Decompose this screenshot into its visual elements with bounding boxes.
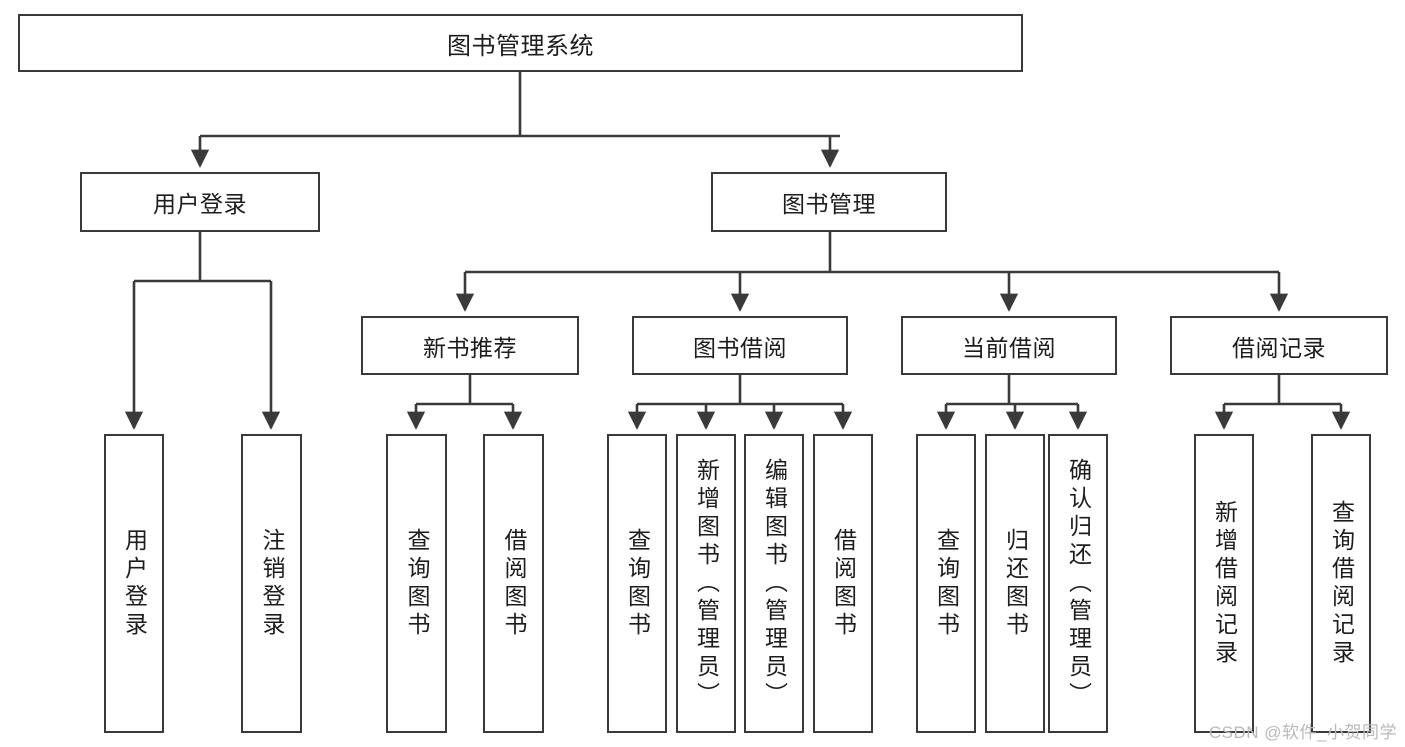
node-leaf-label: 确认归还（管理员）: [1065, 457, 1092, 710]
node-leaf-label: 新增图书（管理员）: [693, 457, 720, 710]
node-borrow-record[interactable]: 借阅记录: [1170, 316, 1388, 375]
node-leaf-user-login[interactable]: 用户登录: [104, 434, 164, 733]
node-leaf-label: 新增借阅记录: [1211, 499, 1238, 668]
node-leaf-confirm-return[interactable]: 确认归还（管理员）: [1048, 434, 1108, 733]
node-leaf-label: 查询借阅记录: [1328, 499, 1355, 668]
node-leaf-add-record[interactable]: 新增借阅记录: [1194, 434, 1254, 733]
node-book-manage[interactable]: 图书管理: [711, 172, 947, 232]
node-leaf-borrow-book-1[interactable]: 借阅图书: [483, 434, 544, 733]
node-leaf-label: 注销登录: [259, 527, 285, 640]
node-book-borrow[interactable]: 图书借阅: [632, 316, 848, 375]
node-leaf-label: 查询图书: [404, 527, 430, 640]
node-root-label: 图书管理系统: [447, 32, 594, 60]
node-borrow-record-label: 借阅记录: [1232, 334, 1326, 361]
node-leaf-query-record[interactable]: 查询借阅记录: [1311, 434, 1371, 733]
node-new-book-rec-label: 新书推荐: [423, 334, 517, 361]
node-leaf-label: 借阅图书: [501, 527, 527, 640]
node-leaf-add-book[interactable]: 新增图书（管理员）: [676, 434, 736, 733]
node-leaf-query-book-1[interactable]: 查询图书: [386, 434, 447, 733]
node-current-borrow-label: 当前借阅: [962, 334, 1056, 361]
node-leaf-label: 借阅图书: [830, 527, 857, 640]
node-user-login[interactable]: 用户登录: [80, 172, 320, 232]
watermark: CSDN @软件_小贺同学: [1208, 723, 1397, 742]
node-book-manage-label: 图书管理: [782, 191, 876, 217]
node-leaf-label: 查询图书: [624, 527, 651, 640]
node-leaf-label: 查询图书: [933, 527, 960, 640]
node-leaf-label: 用户登录: [121, 527, 148, 640]
node-leaf-query-book-2[interactable]: 查询图书: [607, 434, 667, 733]
node-root[interactable]: 图书管理系统: [18, 14, 1023, 72]
node-leaf-borrow-book-2[interactable]: 借阅图书: [813, 434, 873, 733]
node-new-book-rec[interactable]: 新书推荐: [361, 316, 579, 375]
node-leaf-label: 归还图书: [1002, 527, 1029, 640]
node-leaf-label: 编辑图书（管理员）: [761, 457, 788, 710]
node-leaf-query-book-3[interactable]: 查询图书: [916, 434, 976, 733]
node-book-borrow-label: 图书借阅: [693, 334, 787, 361]
node-leaf-logout[interactable]: 注销登录: [241, 434, 302, 733]
node-user-login-label: 用户登录: [153, 191, 247, 217]
node-current-borrow[interactable]: 当前借阅: [901, 316, 1117, 375]
node-leaf-edit-book[interactable]: 编辑图书（管理员）: [744, 434, 804, 733]
node-leaf-return-book[interactable]: 归还图书: [985, 434, 1045, 733]
